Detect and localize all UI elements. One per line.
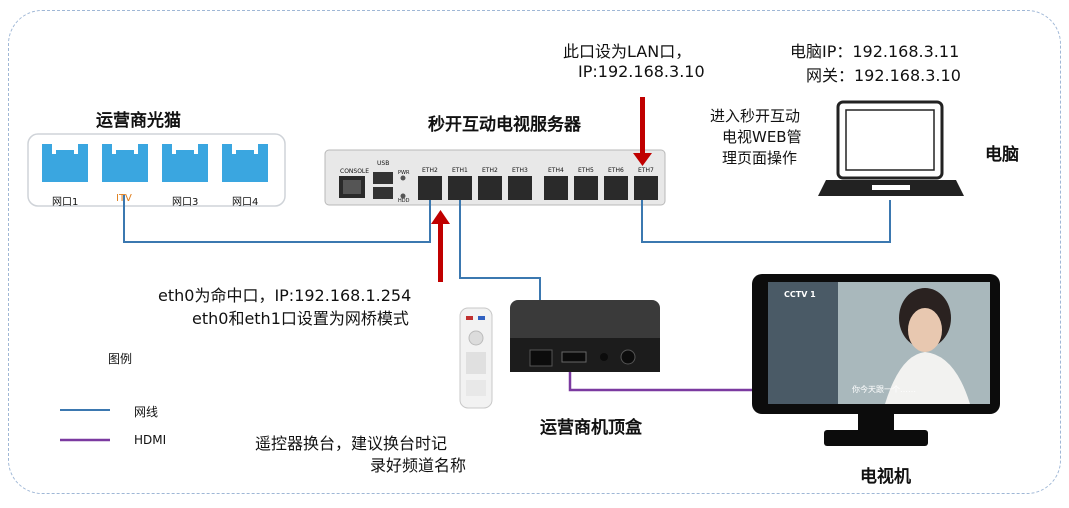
lan-note-line2: IP:192.168.3.10 bbox=[578, 62, 705, 81]
arrow-lan-port bbox=[633, 97, 652, 166]
server-label: 秒开互动电视服务器 bbox=[428, 115, 581, 135]
modem-port-itv bbox=[102, 144, 148, 182]
server-port-eth5-label: ETH5 bbox=[578, 167, 594, 174]
remote-control-icon bbox=[459, 307, 493, 409]
server-port-eth4-label: ETH4 bbox=[548, 167, 564, 174]
server-eth-ports bbox=[418, 176, 658, 200]
server-port-eth1-label: ETH1 bbox=[452, 167, 468, 174]
laptop-icon bbox=[818, 100, 964, 196]
modem-port-itv-label: ITV bbox=[116, 193, 132, 204]
server-port-pwr-label: PWR bbox=[398, 170, 410, 176]
legend-label-network: 网线 bbox=[134, 405, 159, 419]
modem-port-3 bbox=[162, 144, 208, 182]
tv-label: 电视机 bbox=[860, 467, 911, 487]
pc-label: 电脑 bbox=[985, 145, 1019, 165]
eth0-note-line1: eth0为命中口，IP:192.168.1.254 bbox=[158, 286, 412, 305]
remote-note-line2: 录好频道名称 bbox=[370, 456, 467, 475]
web-note-line3: 理页面操作 bbox=[722, 149, 798, 167]
web-note-line2: 电视WEB管 bbox=[722, 128, 802, 146]
lan-note-line1: 此口设为LAN口， bbox=[563, 42, 692, 61]
set-top-box bbox=[510, 300, 660, 372]
server-port-eth7-label: ETH7 bbox=[638, 167, 654, 174]
legend-title: 图例 bbox=[108, 352, 133, 366]
server-port-eth2-label: ETH2 bbox=[482, 167, 498, 174]
tv-channel-logo: CCTV 1 bbox=[784, 290, 816, 299]
legend-label-hdmi: HDMI bbox=[134, 433, 167, 447]
server-device bbox=[324, 149, 666, 206]
modem-port-3-label: 网口3 bbox=[172, 197, 199, 208]
stb-label: 运营商机顶盒 bbox=[540, 418, 642, 438]
eth0-note-line2: eth0和eth1口设置为网桥模式 bbox=[192, 309, 409, 328]
modem-port-4-label: 网口4 bbox=[232, 197, 259, 208]
server-port-eth0-label: ETH2 bbox=[422, 167, 438, 174]
server-port-hdd-label: HDD bbox=[398, 198, 410, 204]
pc-ip-note-line1: 电脑IP：192.168.3.11 bbox=[790, 42, 960, 61]
modem-label: 运营商光猫 bbox=[96, 111, 181, 131]
arrow-eth0-port bbox=[431, 210, 450, 282]
pc-ip-note-line2: 网关：192.168.3.10 bbox=[806, 66, 961, 85]
modem-port-1-label: 网口1 bbox=[52, 197, 79, 208]
modem-port-4 bbox=[222, 144, 268, 182]
diagram-frame bbox=[8, 10, 1061, 494]
server-port-eth6-label: ETH6 bbox=[608, 167, 624, 174]
cable-eth7-to-pc bbox=[641, 200, 891, 243]
modem-port-1 bbox=[42, 144, 88, 182]
server-port-usb-label: USB bbox=[377, 160, 390, 167]
server-port-eth3-label: ETH3 bbox=[512, 167, 528, 174]
cable-modem-to-eth0 bbox=[123, 195, 431, 243]
remote-note-line1: 遥控器换台，建议换台时记 bbox=[255, 434, 448, 453]
optical-modem bbox=[27, 133, 286, 207]
tv-icon bbox=[752, 274, 1000, 446]
server-port-console-label: CONSOLE bbox=[340, 168, 370, 175]
web-note-line1: 进入秒开互动 bbox=[710, 107, 801, 125]
tv-subtitle: 你今天跟一个…… bbox=[852, 385, 916, 394]
